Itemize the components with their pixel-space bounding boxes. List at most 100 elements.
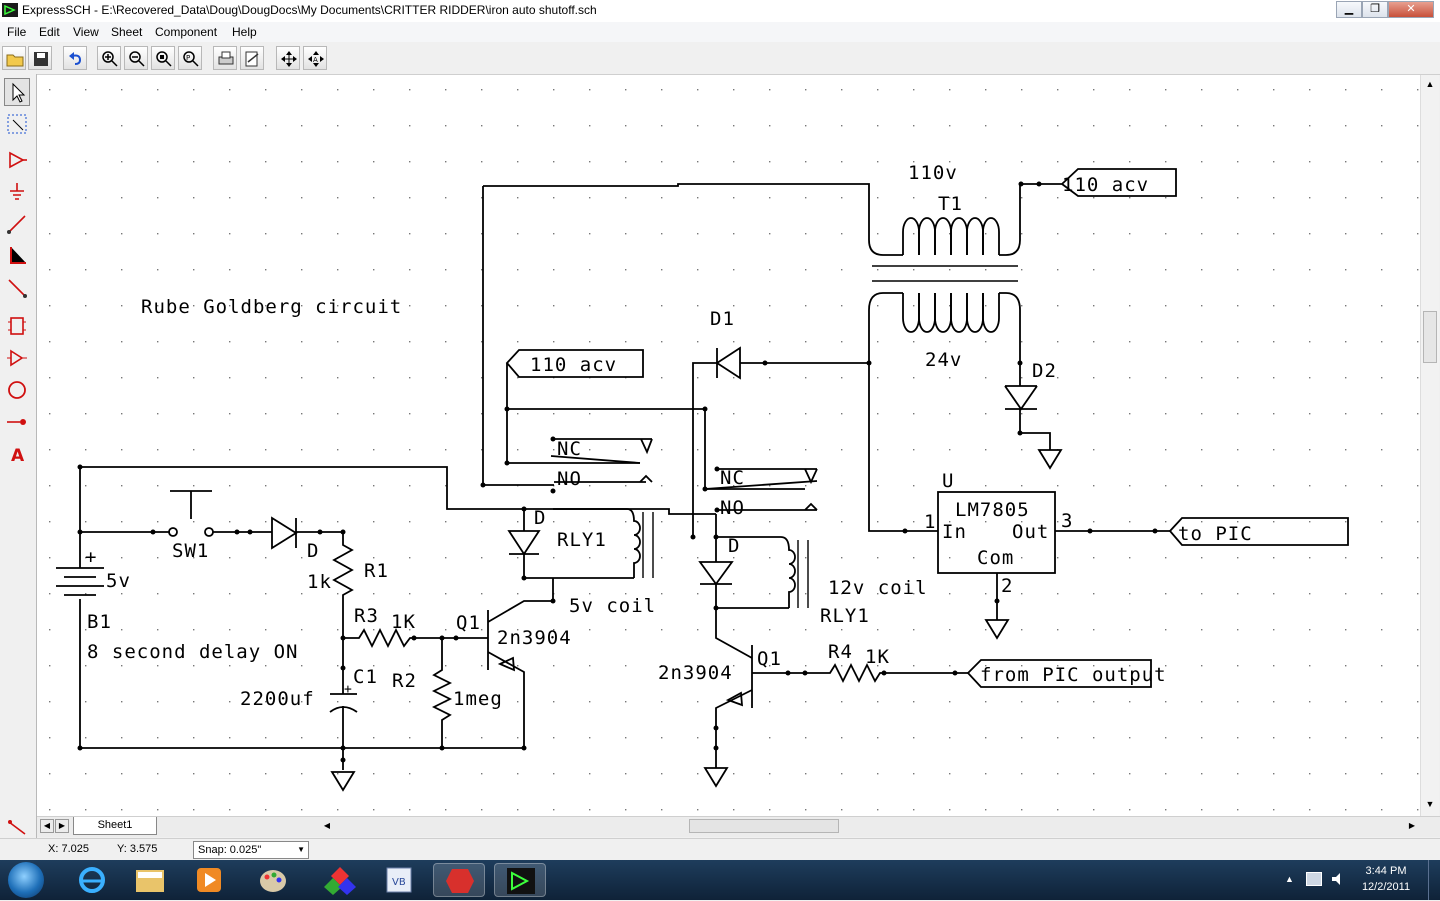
transistor-q1-b[interactable] — [703, 608, 968, 788]
regulator-com-label: Com — [977, 547, 1014, 569]
pin2-label: 2 — [1001, 575, 1013, 597]
center-icon[interactable]: A — [303, 46, 327, 70]
d1-label: D1 — [710, 308, 735, 330]
component-icon[interactable] — [4, 146, 30, 174]
clock-date[interactable]: 12/2/2011 — [1361, 881, 1411, 893]
tab-scroll-right-icon[interactable]: ▶ — [55, 819, 69, 833]
relay1-label: RLY1 — [557, 529, 607, 551]
pin-icon[interactable] — [4, 408, 30, 436]
r2-value: 1meg — [453, 688, 503, 710]
svg-text:VB: VB — [392, 877, 406, 888]
zoom-window-icon[interactable] — [151, 46, 175, 70]
regulator-lm7805[interactable] — [937, 491, 1170, 640]
red-app-icon[interactable] — [433, 863, 485, 897]
show-hidden-icons-icon[interactable]: ▲ — [1285, 874, 1294, 884]
tool-palette: A — [0, 74, 37, 844]
pan-icon[interactable] — [276, 46, 300, 70]
vertical-scroll-thumb[interactable] — [1423, 311, 1437, 363]
port-to-pic[interactable] — [1168, 517, 1349, 546]
file-explorer-icon[interactable] — [124, 863, 176, 897]
chevron-down-icon[interactable]: ▼ — [297, 845, 305, 854]
zoom-select-icon[interactable] — [4, 110, 30, 138]
port-110-acv-top[interactable] — [1040, 168, 1177, 197]
start-orb-icon[interactable] — [8, 862, 44, 898]
save-icon[interactable] — [28, 46, 52, 70]
vertical-scrollbar[interactable]: ▲ ▼ — [1420, 75, 1439, 816]
zoom-out-icon[interactable] — [124, 46, 148, 70]
schematic-canvas[interactable]: Rube Goldberg circuit 110v T1 24v 110 ac… — [37, 75, 1420, 816]
select-arrow-icon[interactable] — [4, 78, 30, 106]
diode-d2[interactable] — [1004, 385, 1063, 470]
print-icon[interactable] — [213, 46, 237, 70]
window-title: ExpressSCH - E:\Recovered_Data\Doug\Doug… — [22, 3, 597, 17]
snap-value: Snap: 0.025" — [198, 844, 262, 856]
ground-icon[interactable] — [4, 178, 30, 206]
internet-explorer-icon[interactable] — [66, 863, 118, 897]
transformer-t1[interactable] — [483, 183, 1040, 386]
volume-icon[interactable] — [1330, 871, 1346, 887]
delay-note: 8 second delay ON — [87, 641, 298, 663]
relay2-nc-label: NC — [720, 467, 745, 489]
network-icon[interactable] — [1306, 872, 1322, 886]
menu-help[interactable]: Help — [232, 25, 257, 39]
clock-time[interactable]: 3:44 PM — [1365, 865, 1407, 877]
restore-button[interactable]: ❐ — [1362, 1, 1388, 18]
net-tool-icon[interactable] — [4, 814, 30, 842]
port-from-pic[interactable] — [966, 659, 1152, 688]
show-desktop-button[interactable] — [1428, 860, 1440, 900]
diagonal-wire-icon[interactable] — [4, 274, 30, 302]
battery-voltage: 5v — [106, 570, 131, 592]
expresssch-icon[interactable] — [494, 863, 546, 897]
undo-icon[interactable] — [63, 46, 87, 70]
relay1-nc-label: NC — [557, 438, 582, 460]
color-app-icon[interactable] — [314, 863, 366, 897]
r3-value: 1K — [391, 611, 416, 633]
scroll-down-arrow-icon[interactable]: ▼ — [1425, 799, 1435, 809]
menu-file[interactable]: File — [7, 25, 27, 39]
zoom-fit-icon[interactable]: P — [178, 46, 202, 70]
media-player-icon[interactable] — [183, 863, 235, 897]
vb-icon[interactable]: VB — [373, 863, 425, 897]
r1-value: 1k — [307, 571, 332, 593]
relay2-coil-label: 12v coil — [828, 577, 928, 599]
chip-icon[interactable] — [4, 312, 30, 340]
print-preview-icon[interactable] — [240, 46, 264, 70]
relay1-coil-label: 5v coil — [569, 595, 656, 617]
svg-text:P: P — [186, 54, 190, 62]
to-pic-label: to PIC — [1178, 523, 1253, 545]
hscroll-left-icon[interactable]: ◀ — [323, 821, 331, 830]
schematic-drawing[interactable]: Rube Goldberg circuit 110v T1 24v 110 ac… — [37, 75, 1420, 816]
diode-d1[interactable] — [692, 346, 938, 537]
wire-icon[interactable] — [4, 210, 30, 238]
t1-primary-voltage: 110v — [908, 162, 958, 184]
hscroll-right-icon[interactable]: ▶ — [1408, 821, 1416, 830]
port-110-mid-label: 110 acv — [530, 354, 617, 376]
menu-edit[interactable]: Edit — [39, 25, 60, 39]
paint-icon[interactable] — [247, 863, 299, 897]
toolbar: P A — [0, 42, 1440, 75]
snap-dropdown[interactable]: Snap: 0.025" ▼ — [193, 841, 309, 859]
gate-icon[interactable] — [4, 344, 30, 372]
circuit-title-text: Rube Goldberg circuit — [141, 296, 402, 318]
close-button[interactable]: ✕ — [1388, 1, 1434, 18]
bus-icon[interactable] — [4, 242, 30, 270]
circle-icon[interactable] — [4, 376, 30, 404]
c1-plus: + — [344, 682, 353, 697]
zoom-in-icon[interactable] — [97, 46, 121, 70]
transistor-q1-a[interactable] — [487, 578, 554, 748]
menu-sheet[interactable]: Sheet — [111, 25, 143, 39]
scroll-up-arrow-icon[interactable]: ▲ — [1425, 79, 1435, 89]
tab-sheet1[interactable]: Sheet1 — [73, 817, 157, 835]
horizontal-scroll-thumb[interactable] — [689, 819, 839, 833]
r1-label: R1 — [364, 560, 389, 582]
menu-component[interactable]: Component — [155, 25, 218, 39]
relay2-contacts[interactable] — [704, 468, 818, 511]
open-folder-icon[interactable] — [2, 46, 26, 70]
r2-label: R2 — [392, 670, 417, 692]
text-icon[interactable]: A — [4, 440, 30, 468]
minimize-button[interactable]: ▁ — [1336, 1, 1362, 18]
tab-scroll-left-icon[interactable]: ◀ — [40, 819, 54, 833]
status-bar: X: 7.025 Y: 3.575 Snap: 0.025" ▼ — [0, 838, 1440, 861]
sheet-tab-bar: ◀ ▶ Sheet1 ◀ ▶ — [37, 816, 1440, 837]
menu-view[interactable]: View — [73, 25, 99, 39]
